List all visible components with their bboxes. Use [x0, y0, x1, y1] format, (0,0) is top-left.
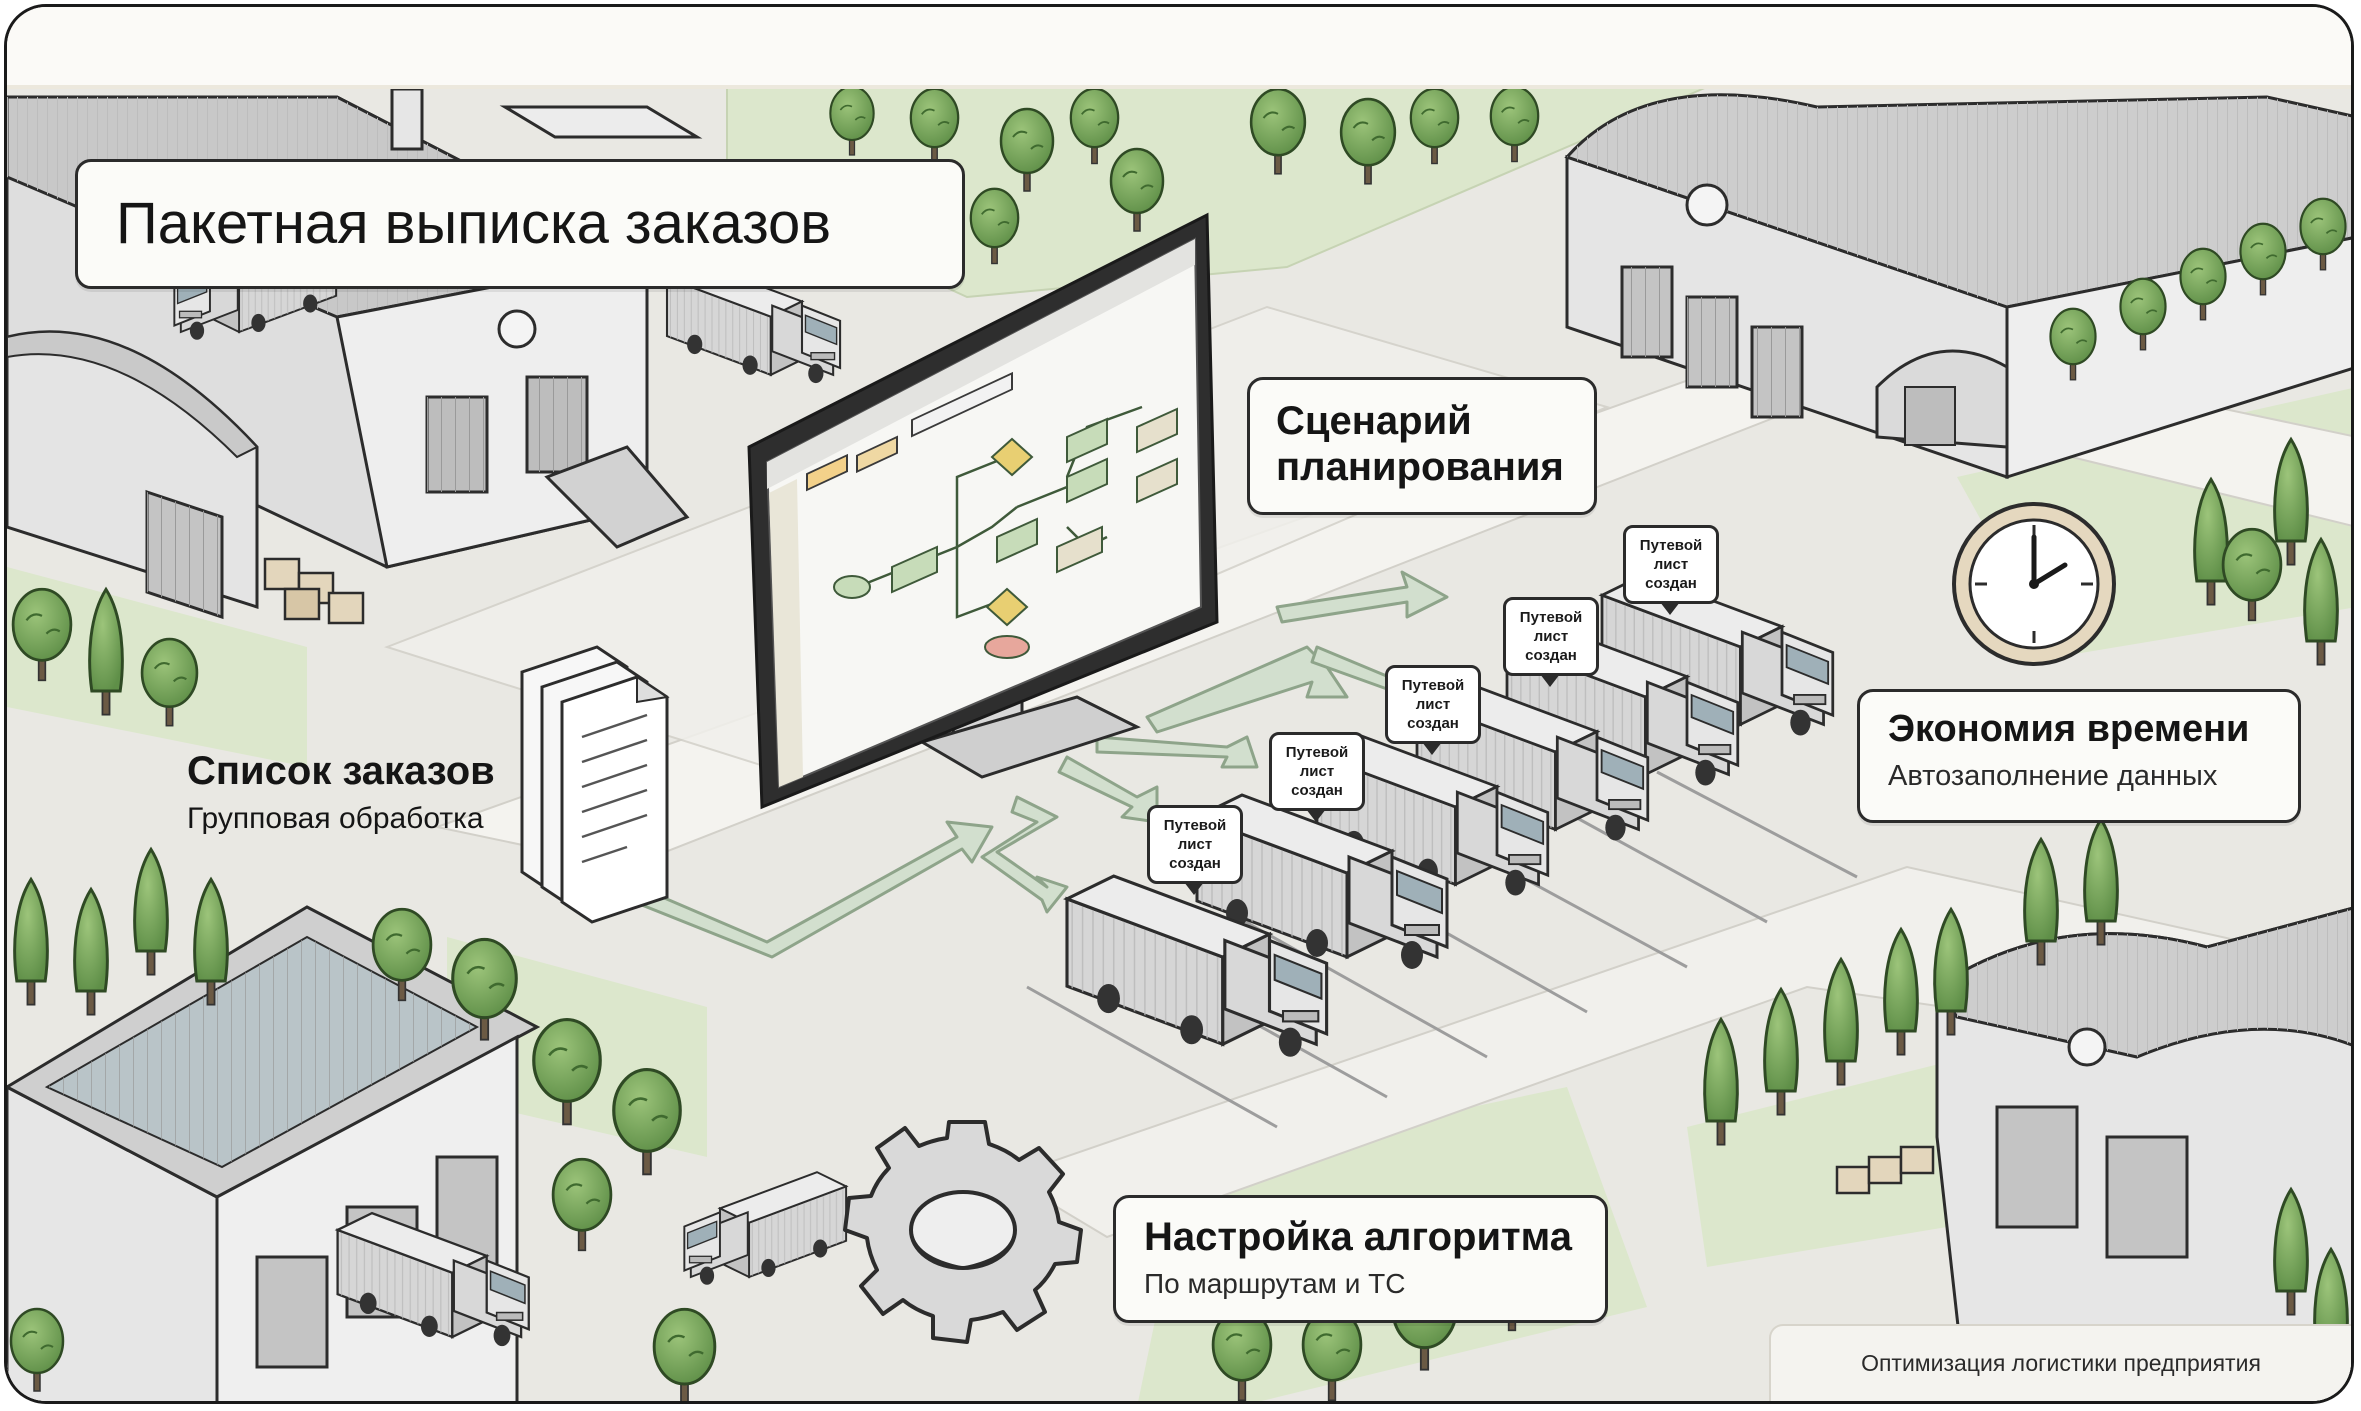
- waybill-line-1: Путевой: [1639, 537, 1703, 554]
- waybill-line-2: лист: [1177, 836, 1213, 853]
- order-list-heading: Список заказов: [187, 749, 495, 793]
- gear-icon: [843, 1120, 1083, 1344]
- order-list-subtitle: Групповая обработка: [187, 802, 484, 835]
- planning-scenario-callout: Сценарий планирования: [1247, 377, 1597, 515]
- page-title: Пакетная выписка заказов: [75, 159, 965, 289]
- waybill-line-3: создан: [1525, 647, 1577, 664]
- page-title-text: Пакетная выписка заказов: [116, 190, 832, 256]
- waybill-line-2: лист: [1299, 763, 1335, 780]
- waybill-line-2: лист: [1533, 628, 1569, 645]
- documents-icon: [520, 645, 670, 924]
- waybill-line-3: создан: [1407, 715, 1459, 732]
- monitor-icon: [747, 212, 1219, 810]
- waybill-badge: Путевой лист создан: [1269, 732, 1365, 822]
- illustration-frame: Пакетная выписка заказов Сценарий планир…: [4, 4, 2354, 1404]
- waybill-badge: Путевой лист создан: [1147, 805, 1243, 895]
- time-saving-subtitle: Автозаполнение данных: [1888, 759, 2218, 792]
- waybill-line-2: лист: [1415, 696, 1451, 713]
- waybill-line-1: Путевой: [1163, 817, 1227, 834]
- warehouse-bottom-right: [1934, 907, 2351, 1401]
- time-saving-callout: Экономия времени Автозаполнение данных: [1857, 689, 2301, 823]
- waybill-badge: Путевой лист создан: [1623, 525, 1719, 615]
- waybill-line-3: создан: [1291, 782, 1343, 799]
- waybill-badge: Путевой лист создан: [1385, 665, 1481, 755]
- footer-caption: Оптимизация логистики предприятия: [1769, 1324, 2351, 1401]
- footer-text: Оптимизация логистики предприятия: [1861, 1350, 2261, 1376]
- waybill-line-1: Путевой: [1519, 609, 1583, 626]
- algorithm-setup-subtitle: По маршрутам и ТС: [1144, 1268, 1406, 1299]
- waybill-line-1: Путевой: [1285, 744, 1349, 761]
- warehouse-top-right: [1564, 93, 2351, 480]
- waybill-badge: Путевой лист создан: [1503, 597, 1599, 687]
- hangar-left: [7, 330, 259, 620]
- flow-arrows: [620, 570, 1469, 959]
- waybill-line-1: Путевой: [1401, 677, 1465, 694]
- top-strip: [7, 7, 2351, 89]
- order-list-label: Список заказов Групповая обработка: [187, 749, 495, 836]
- waybill-line-2: лист: [1653, 556, 1689, 573]
- waybill-line-3: создан: [1169, 855, 1221, 872]
- algorithm-setup-heading: Настройка алгоритма: [1144, 1215, 1572, 1259]
- time-saving-heading: Экономия времени: [1888, 708, 2250, 750]
- algorithm-setup-callout: Настройка алгоритма По маршрутам и ТС: [1113, 1195, 1608, 1323]
- clock-icon: [1952, 502, 2116, 666]
- waybill-line-3: создан: [1645, 575, 1697, 592]
- planning-scenario-text: Сценарий планирования: [1276, 399, 1564, 489]
